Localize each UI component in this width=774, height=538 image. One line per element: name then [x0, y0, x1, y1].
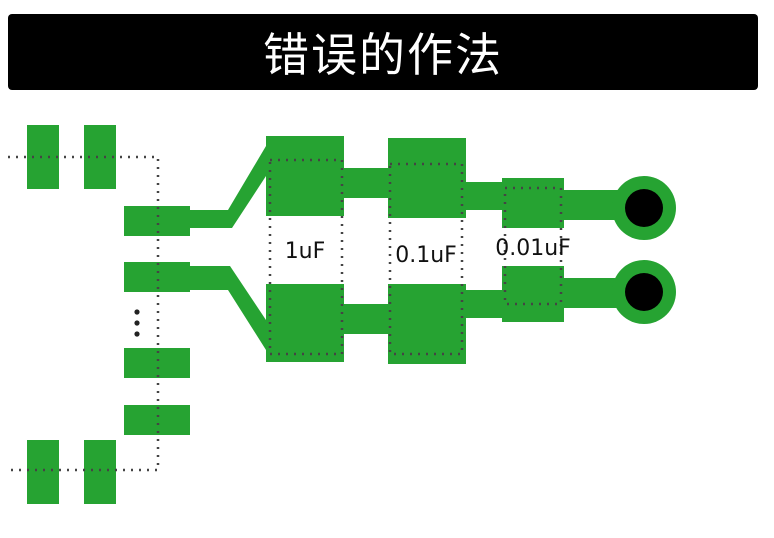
trace-lower-segment: [464, 290, 504, 318]
ic-outline: [8, 155, 160, 472]
cap-pad-0.1uf-top: [388, 138, 466, 218]
cap-pad-0.01uf-bottom: [502, 266, 564, 322]
trace-upper-fanout: [188, 146, 266, 228]
cap-label-0.01uf: 0.01uF: [495, 236, 571, 261]
cap-pad-0.01uf-top: [502, 178, 564, 228]
ellipsis-dots: [134, 309, 140, 337]
cap-outline-0.01uf: [503, 186, 563, 306]
cap-outline-1uf: [268, 158, 344, 356]
trace-upper-segment: [464, 182, 504, 210]
trace-lower-fanout: [188, 266, 266, 350]
cap-pad-0.1uf-bottom: [388, 284, 466, 364]
title-bar: 错误的作法: [8, 14, 758, 90]
trace-upper-segment: [342, 168, 390, 198]
cap-outline-0.1uf: [388, 162, 464, 356]
trace-lower-segment: [342, 304, 390, 334]
via-hole-bottom: [625, 273, 663, 311]
diagram-title: 错误的作法: [263, 28, 503, 82]
ic-body-outline: [8, 155, 160, 472]
component-pad: [27, 440, 59, 504]
ic-pin: [124, 405, 190, 435]
cap-pad-1uf-bottom: [266, 284, 344, 362]
cap-label-1uf: 1uF: [285, 239, 326, 264]
component-pad: [84, 440, 116, 504]
cap-label-0.1uf: 0.1uF: [395, 243, 457, 268]
cap-pad-1uf-top: [266, 136, 344, 216]
copper-layer: [27, 125, 676, 504]
capacitor-outlines: [268, 158, 563, 356]
component-pad: [27, 125, 59, 189]
via-hole-top: [625, 189, 663, 227]
